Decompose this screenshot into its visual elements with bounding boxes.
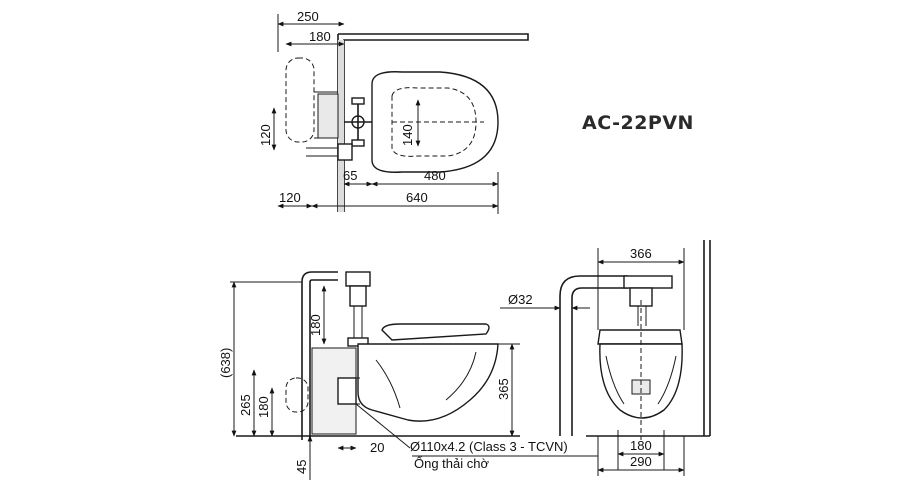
dim-20: 20	[370, 440, 384, 455]
dim-32: Ø32	[508, 292, 533, 307]
dim-365: 365	[496, 378, 511, 400]
dim-140: 140	[400, 124, 415, 146]
dim-120-vertical: 120	[258, 124, 273, 146]
dim-265: 265	[238, 394, 253, 416]
dim-638: (638)	[218, 348, 233, 378]
top-view: 250 180 120 140 65 480 120 640	[258, 9, 529, 214]
dim-120-horizontal: 120	[279, 190, 301, 205]
side-view: (638) 180 265 180 365 20 45 Ø110x4.2 (Cl…	[218, 271, 598, 480]
dim-640: 640	[406, 190, 428, 205]
dim-180: 180	[309, 29, 331, 44]
pipe-label: Ø110x4.2 (Class 3 - TCVN)	[410, 439, 568, 454]
front-view: 366 Ø32 180 290	[500, 240, 711, 476]
dim-180-front: 180	[630, 438, 652, 453]
dim-65: 65	[343, 168, 357, 183]
drain-label: Ống thải chờ	[414, 456, 489, 471]
dim-480: 480	[424, 168, 446, 183]
dim-366: 366	[630, 246, 652, 261]
dim-250: 250	[297, 9, 319, 24]
dim-180-top: 180	[308, 314, 323, 336]
dim-45: 45	[294, 460, 309, 474]
dim-290: 290	[630, 454, 652, 469]
model-label: AC-22PVN	[582, 112, 694, 134]
dim-180-low: 180	[256, 396, 271, 418]
